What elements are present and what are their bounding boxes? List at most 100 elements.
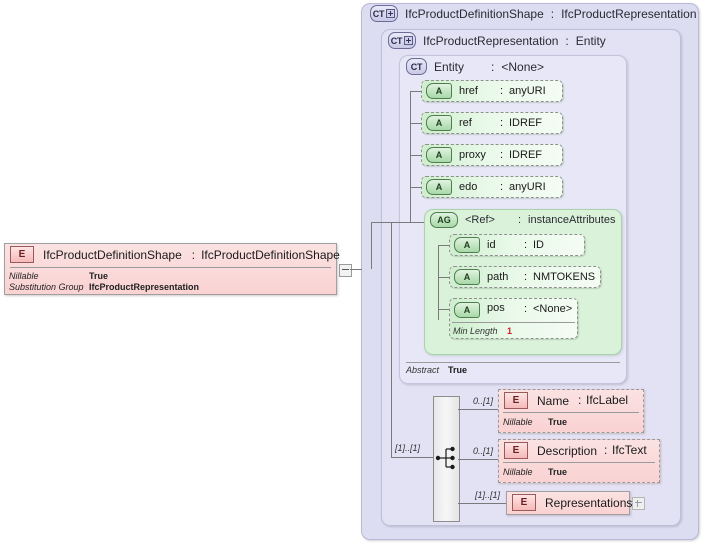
pos-facet-divider [452,322,575,323]
element-description-header: E Description [504,442,597,459]
complex-type-separator: : [565,33,569,48]
attribute-edo[interactable]: A edo : anyURI [421,176,563,198]
element-description-nillable-value: True [548,467,568,477]
element-description-separator: : [604,443,608,457]
ct-icon-label: CT [410,61,423,72]
root-element-substgroup-label: Substitution Group [9,282,84,292]
attribute-icon: A [426,179,452,195]
name-cardinality: 0..[1] [473,396,494,406]
element-description-nillable-label: Nillable [503,467,533,477]
ct-icon-label: CT [372,8,385,19]
complex-type-icon[interactable]: CT [370,5,398,22]
attribute-separator: : [500,117,504,129]
attribute-connector [410,123,421,124]
element-description-type: IfcText [612,443,647,457]
complex-type-name: IfcProductRepresentation [423,33,559,48]
sequence-link [391,457,433,458]
attribute-name: edo [459,181,478,193]
attribute-type: IDREF [509,117,542,129]
attribute-tree-trunk [410,91,411,222]
sequence-branch-description [458,459,498,460]
attribute-id[interactable]: A id : ID [449,234,585,256]
complex-type-icon[interactable]: CT [388,32,416,49]
complex-type-separator: : [491,59,495,74]
attribute-group-connector [410,222,424,223]
complex-type-ifcproductdefinitionshape-header: CT IfcProductDefinitionShape : IfcProduc… [370,5,697,22]
complex-type-name: IfcProductDefinitionShape [405,6,544,21]
element-representations-header: E Representations [512,494,632,511]
attribute-proxy[interactable]: A proxy : IDREF [421,144,563,166]
complex-type-ifcproductrepresentation-header: CT IfcProductRepresentation : Entity [388,32,606,49]
collapse-toggle-button[interactable] [339,264,352,277]
attribute-pos[interactable]: A pos : <None> [449,298,578,339]
entity-abstract-value: True [448,365,468,375]
attribute-type: NMTOKENS [533,271,596,283]
attribute-type: anyURI [509,181,546,193]
expand-plus-icon[interactable] [404,36,414,45]
attribute-icon: A [426,115,452,131]
attribute-connector [438,245,449,246]
root-element-name: IfcProductDefinitionShape [43,247,182,262]
sequence-compositor[interactable] [433,396,460,522]
element-icon: E [512,494,536,511]
entity-footer-divider [406,362,620,363]
attribute-name: proxy [459,149,486,161]
representations-cardinality: [1]..[1] [475,490,501,500]
attribute-separator: : [500,85,504,97]
attribute-icon: A [454,269,480,285]
element-icon: E [10,246,34,263]
complex-type-icon[interactable]: CT [406,58,427,75]
root-element-ifcproductdefinitionshape[interactable] [4,243,337,295]
root-element-type: IfcProductDefinitionShape [201,247,340,262]
complex-type-name: Entity [434,59,465,74]
ct-icon-label: CT [390,35,403,46]
attribute-name: href [459,85,478,97]
representations-expand-button[interactable] [632,497,645,510]
attribute-connector [438,309,449,310]
element-name-nillable-value: True [548,417,568,427]
root-element-divider [10,267,331,268]
element-name-divider [503,412,639,413]
sequence-cardinality: [1]..[1] [395,443,421,453]
attribute-connector [410,155,421,156]
element-representations-label: Representations [545,495,633,510]
attribute-type: IDREF [509,149,542,161]
entity-branch-spine [391,222,392,457]
element-icon: E [504,442,528,459]
element-icon: E [504,392,528,409]
container-spine-branch [371,222,391,223]
root-element-nillable-label: Nillable [9,271,39,281]
root-element-separator: : [191,247,196,262]
attribute-connector [410,91,421,92]
attribute-type: anyURI [509,85,546,97]
attribute-group-header: AG <Ref> : instanceAttributes [430,212,615,228]
expand-plus-icon[interactable] [386,9,396,18]
element-name-type: IfcLabel [586,393,629,407]
attribute-icon: A [454,302,480,318]
pos-minlength-value: 1 [507,326,513,336]
attribute-group-type: instanceAttributes [528,214,616,226]
attribute-ref[interactable]: A ref : IDREF [421,112,563,134]
pos-minlength-label: Min Length [453,326,498,336]
attribute-group-icon: AG [430,212,458,228]
element-name-label: Name [537,393,570,408]
attribute-separator: : [524,303,528,315]
attribute-group-trunk [438,245,439,320]
complex-type-type: Entity [575,33,606,48]
attribute-separator: : [524,271,528,283]
complex-type-entity-header: CT Entity : <None> [406,58,544,75]
attribute-href[interactable]: A href : anyURI [421,80,563,102]
entity-abstract-label: Abstract [406,365,440,375]
element-description-label: Description [537,443,598,458]
element-description-divider [503,462,655,463]
description-cardinality: 0..[1] [473,446,494,456]
attribute-type: <None> [533,303,573,315]
sequence-branch-name [458,409,498,410]
root-element-nillable-value: True [89,271,109,281]
attribute-separator: : [500,149,504,161]
element-name-nillable-label: Nillable [503,417,533,427]
complex-type-separator: : [550,6,555,21]
sequence-branch-representations [458,503,506,504]
attribute-path[interactable]: A path : NMTOKENS [449,266,601,288]
